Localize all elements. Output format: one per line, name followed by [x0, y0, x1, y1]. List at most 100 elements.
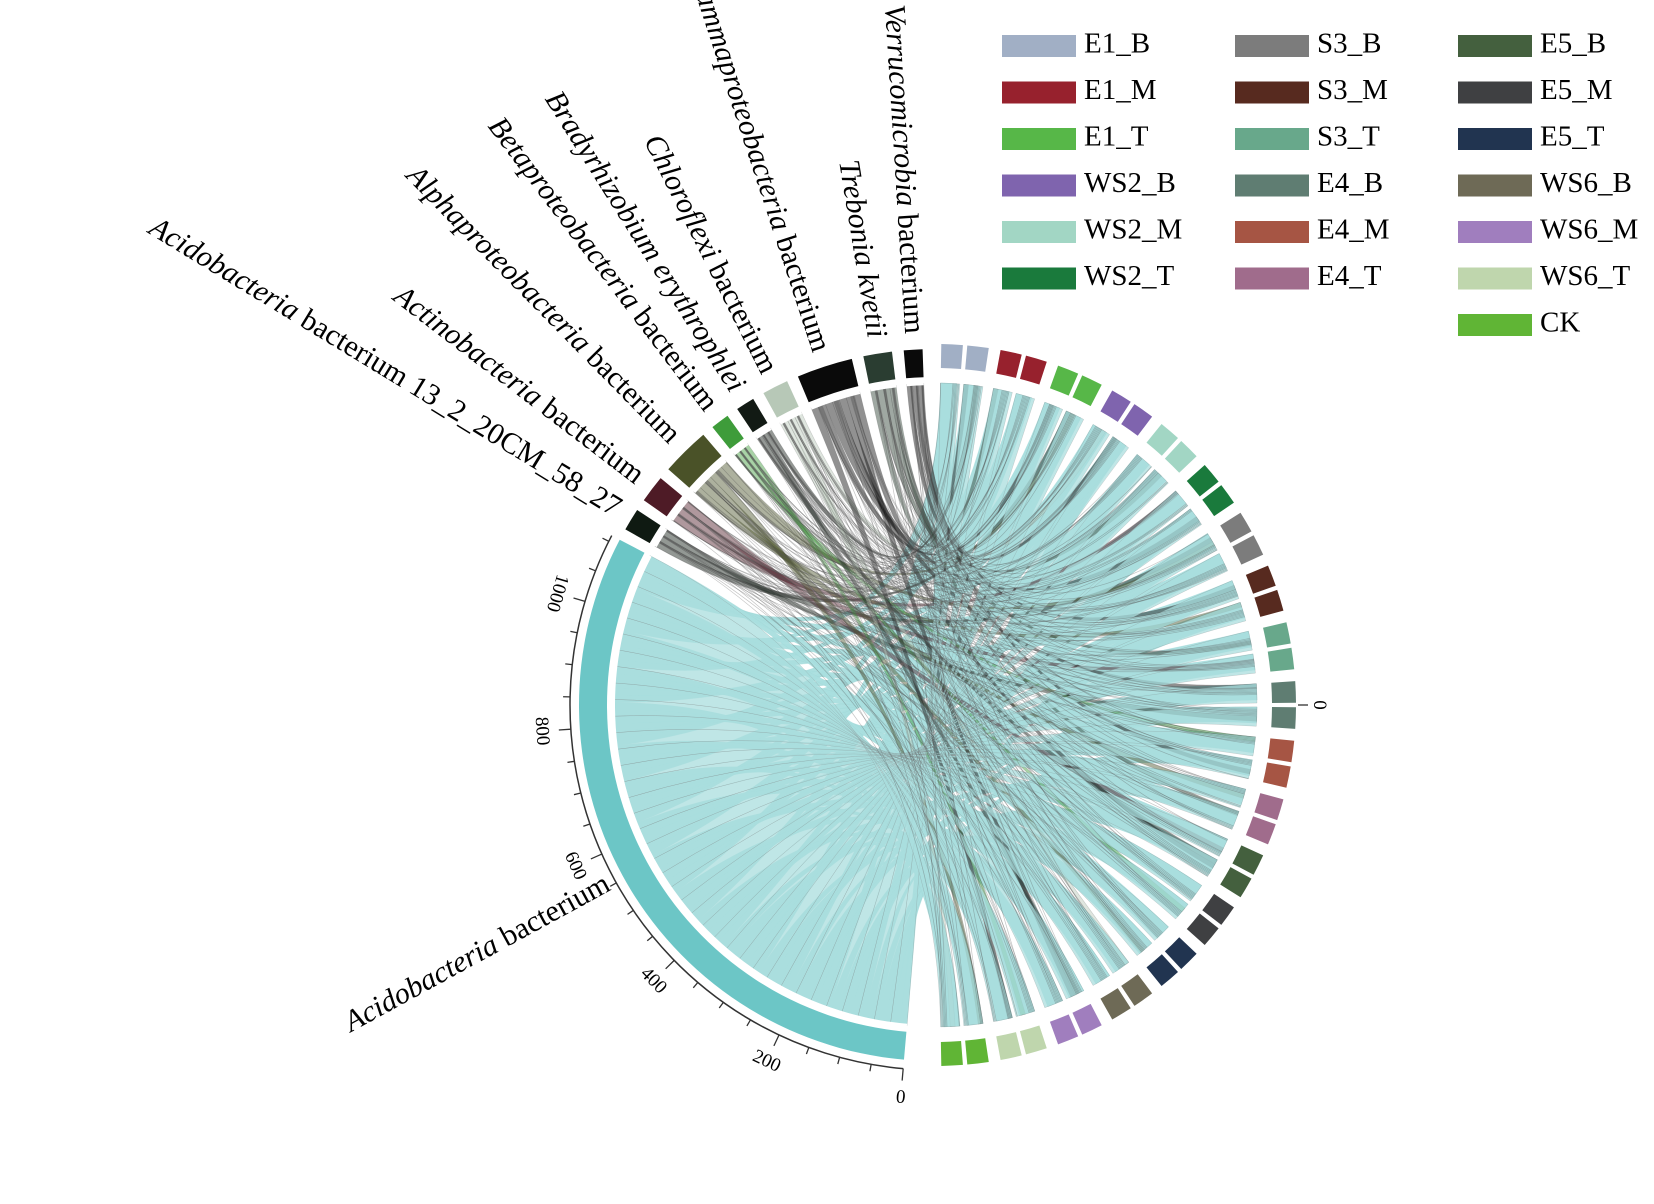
chord-thread [713, 470, 997, 1022]
chord-thread [885, 386, 982, 547]
chord-thread [883, 387, 1163, 934]
chord-thread [695, 383, 960, 577]
chord-thread [916, 383, 1123, 968]
chord-thread [790, 417, 1257, 695]
chord-thread [715, 457, 1142, 585]
chord-thread [657, 412, 1072, 601]
sample-segment [1254, 793, 1284, 821]
sample-segment [1100, 390, 1131, 422]
chord-thread [676, 512, 1237, 635]
chord-thread [661, 458, 1143, 605]
chord-thread [783, 420, 1058, 1004]
taxon-label-italic: Acidobacteria [337, 928, 504, 1039]
legend-label: E5_M [1540, 74, 1613, 106]
axis-tick [573, 597, 586, 602]
chord-thread [891, 385, 1097, 557]
legend-swatch [1458, 267, 1532, 290]
chord-thread [703, 480, 1195, 897]
chord-thread [671, 414, 1076, 593]
sample-segments [940, 344, 1296, 1066]
chord-thread [762, 432, 960, 1027]
chord-thread [743, 445, 1031, 1013]
chord-thread [756, 436, 1188, 591]
taxon-label-italic: Trebonia kvetii [832, 157, 894, 340]
chord-thread [676, 512, 1160, 937]
sample-segment [1232, 845, 1264, 875]
legend-swatch [1002, 128, 1076, 150]
axis-tick [570, 630, 578, 634]
chord-thread [910, 383, 1252, 765]
chord-thread [818, 404, 1221, 855]
taxon-segment [625, 509, 661, 544]
chord-link [779, 418, 1130, 966]
chord-thread [733, 453, 1152, 583]
chord-thread [922, 383, 983, 1024]
axis-tick [567, 760, 575, 764]
chord-thread [713, 404, 1052, 574]
chord-thread [705, 478, 1239, 814]
chord-thread [739, 448, 1192, 595]
chord-thread [911, 383, 1009, 1019]
chord-link [742, 442, 1026, 1016]
chord-thread [724, 460, 1182, 913]
chord-thread [821, 403, 1158, 938]
chord-thread [874, 388, 1216, 600]
chord-thread [921, 383, 976, 546]
taxon-segment [737, 398, 768, 433]
axis-tick [773, 1034, 780, 1047]
taxon-label: Gammaproteobacteria bacterium [682, 0, 837, 356]
sample-segment [1100, 988, 1131, 1020]
chord-thread [795, 414, 1126, 966]
chord-thread [884, 386, 1209, 876]
chord-thread [761, 433, 1062, 1002]
chord-thread [661, 534, 1257, 693]
axis-tick [573, 792, 581, 796]
legend-swatch [1002, 221, 1076, 243]
chord-thread [834, 398, 1251, 653]
legend-label: WS2_B [1084, 167, 1176, 199]
chord-thread [681, 506, 944, 1027]
chord-thread [658, 540, 1252, 661]
chord-thread [738, 383, 954, 564]
taxon-segment-gap [651, 526, 668, 548]
chord-thread [832, 399, 1196, 895]
sample-segment [1049, 365, 1079, 396]
chord-link [852, 383, 969, 548]
chord-link [810, 404, 1013, 1020]
chord-thread [884, 386, 1077, 995]
chord-thread [664, 529, 1034, 1012]
axis-tick-label: 0 [895, 1086, 906, 1108]
axis-tick-label: 1000 [542, 572, 573, 614]
chord-thread [671, 519, 1218, 621]
sample-segment [1220, 867, 1252, 898]
chord-thread [734, 452, 1057, 1004]
chord-thread [738, 449, 1108, 978]
chord-thread [743, 445, 1227, 616]
legend-swatch [1002, 81, 1076, 104]
chord-thread [916, 383, 1227, 610]
chord-thread [916, 383, 943, 1027]
chord-thread [681, 505, 1179, 917]
chord-thread [693, 491, 1036, 1012]
chord-thread [819, 383, 957, 550]
legend-swatch [1002, 174, 1076, 197]
legend-swatch [1458, 128, 1532, 150]
legend-label: CK [1540, 307, 1580, 339]
chord-thread [681, 427, 1100, 590]
chord-thread [916, 383, 1101, 557]
chord-thread [743, 426, 1099, 572]
chord-thread [695, 441, 1121, 587]
chord-thread [922, 383, 1209, 594]
legend-label: E5_B [1540, 28, 1606, 60]
taxon-label-italic: Verrucomicrobia [878, 3, 923, 207]
sample-segment [1186, 465, 1219, 497]
sample-segment [1263, 622, 1291, 648]
chord-thread [892, 385, 1028, 549]
chord-thread [757, 436, 1221, 856]
chord-thread [874, 388, 968, 1026]
chord-thread [910, 383, 1222, 853]
chord-thread [875, 388, 1194, 899]
chord-thread [850, 385, 978, 548]
chord-thread [849, 394, 1257, 689]
